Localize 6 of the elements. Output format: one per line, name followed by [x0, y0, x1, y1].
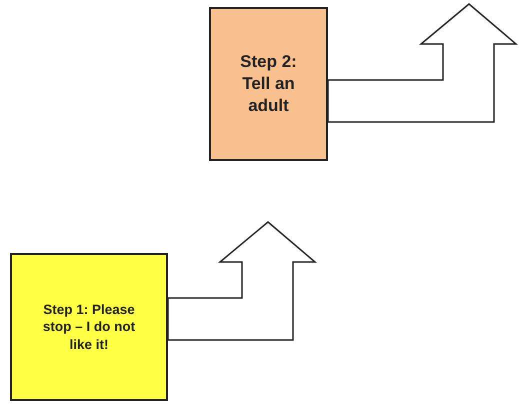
block-arrow	[327, 3, 518, 123]
step-text: Step 1: Please stop – I do not like it!	[42, 300, 136, 354]
block-arrow	[167, 221, 318, 341]
step-box	[10, 253, 168, 401]
step-text: Step 2: Tell an adult	[239, 50, 298, 118]
step-box	[209, 7, 328, 161]
